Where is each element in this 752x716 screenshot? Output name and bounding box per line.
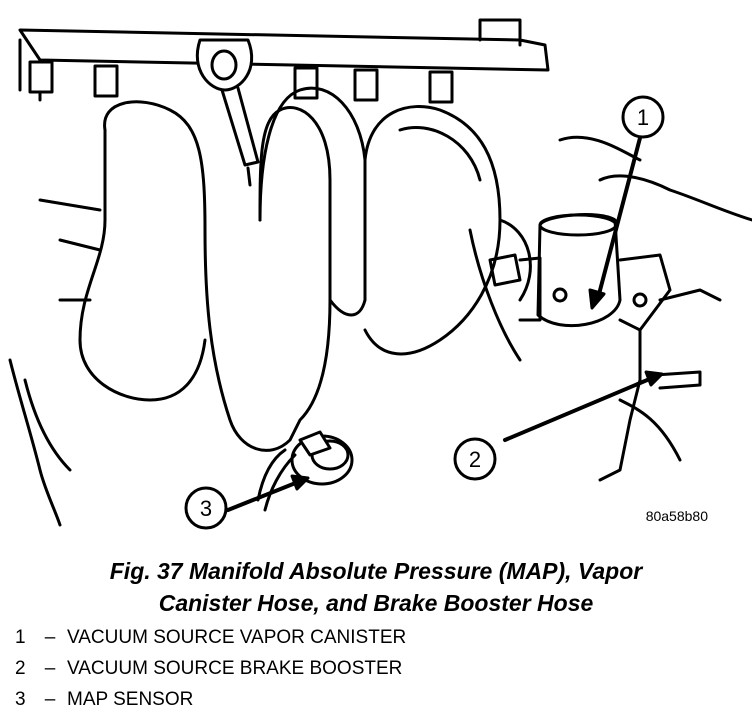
legend-item: 1–VACUUM SOURCE VAPOR CANISTER [15, 626, 406, 650]
callout-3: 3 [184, 486, 228, 530]
callout-1: 1 [621, 95, 665, 139]
wiring-harness [8, 228, 522, 527]
callout-3-label: 3 [200, 496, 212, 521]
engine-diagram: 1 2 3 80a58b80 [8, 18, 752, 530]
figure-reference-code: 80a58b80 [646, 508, 709, 524]
legend-item: 3–MAP SENSOR [15, 688, 193, 712]
callout-1-label: 1 [637, 105, 649, 130]
dipstick [195, 38, 260, 187]
figure-caption-line-1: Fig. 37 Manifold Absolute Pressure (MAP)… [109, 558, 643, 584]
legend-dash: – [44, 689, 56, 710]
legend-number: 1 [15, 627, 26, 648]
intake-manifold [38, 86, 532, 452]
legend-text: VACUUM SOURCE BRAKE BOOSTER [67, 658, 403, 679]
legend-number: 3 [15, 689, 26, 710]
callout-2: 2 [453, 437, 497, 481]
legend-dash: – [44, 658, 56, 679]
legend-dash: – [44, 627, 56, 648]
figure-caption-line-2: Canister Hose, and Brake Booster Hose [158, 590, 594, 616]
legend-text: VACUUM SOURCE VAPOR CANISTER [67, 627, 407, 648]
throttle-body [518, 135, 752, 482]
map-sensor-drawing [256, 430, 354, 512]
fuel-rail [18, 18, 550, 104]
leader-arrows [226, 136, 664, 512]
legend-text: MAP SENSOR [67, 689, 194, 710]
legend-number: 2 [15, 658, 26, 679]
legend-item: 2–VACUUM SOURCE BRAKE BOOSTER [15, 657, 402, 681]
callout-2-label: 2 [469, 447, 481, 472]
